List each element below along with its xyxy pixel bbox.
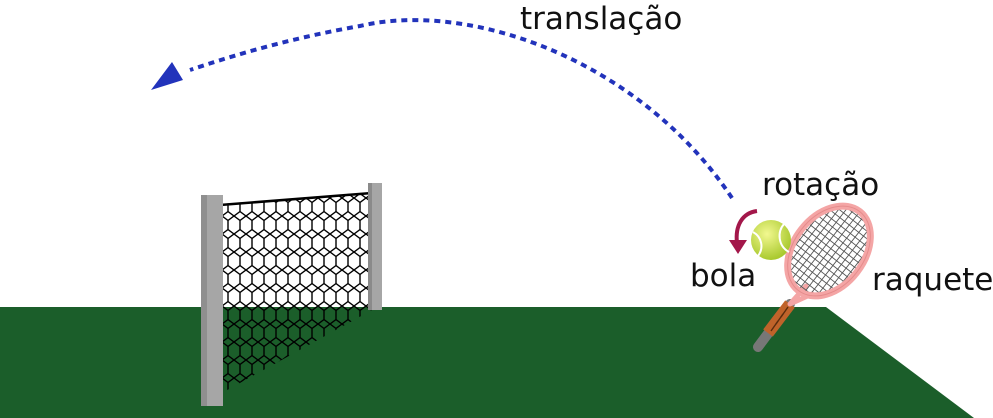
- racket-label: raquete: [872, 262, 993, 298]
- trajectory-arrowhead-icon: [151, 62, 183, 90]
- rotation-arrowhead-icon: [729, 240, 747, 254]
- court: [0, 307, 974, 418]
- tennis-ball: [751, 220, 791, 260]
- rotation-arrow: [734, 209, 758, 244]
- ball-label: bola: [690, 258, 757, 294]
- tennis-net: [201, 183, 382, 406]
- translation-trajectory: [189, 18, 734, 200]
- translation-label: translação: [520, 1, 683, 37]
- net-mesh: [220, 192, 372, 394]
- rotation-label: rotação: [762, 167, 880, 203]
